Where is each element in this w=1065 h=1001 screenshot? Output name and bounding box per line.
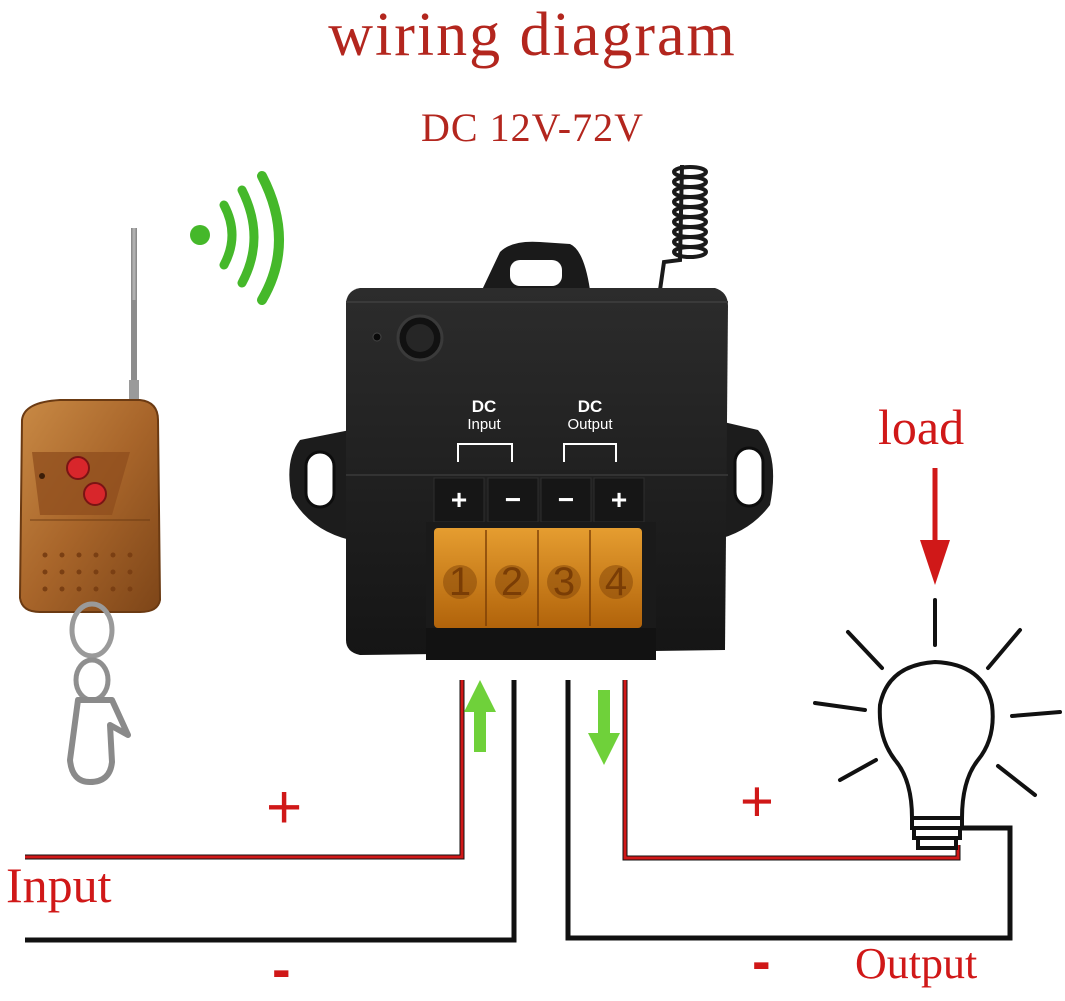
input-negative-wire xyxy=(25,680,517,943)
dc-input-group-label: DC Input xyxy=(448,398,520,434)
terminal-2-sign: − xyxy=(504,484,522,515)
terminal-3-sign: − xyxy=(557,484,575,515)
diagram-title: wiring diagram xyxy=(328,1,737,69)
terminal-3-number: 3 xyxy=(552,560,576,604)
light-bulb-icon xyxy=(813,598,1062,850)
voltage-range: DC 12V-72V xyxy=(421,105,644,150)
terminal-1-number: 1 xyxy=(448,560,472,604)
input-positive-mark: + xyxy=(266,773,303,842)
output-negative-wire xyxy=(565,680,1013,941)
input-negative-mark: - xyxy=(272,937,291,1000)
dc-output-group-label: DC Output xyxy=(552,398,628,434)
terminal-1-sign: + xyxy=(450,484,468,515)
output-current-arrow-icon xyxy=(588,690,620,765)
receiver-module xyxy=(289,241,774,660)
output-label: Output xyxy=(855,939,978,988)
input-current-arrow-icon xyxy=(464,680,496,752)
dc-input-line1: DC xyxy=(471,397,497,416)
output-positive-wire xyxy=(622,680,961,861)
terminal-4-number: 4 xyxy=(604,560,628,604)
output-positive-mark: + xyxy=(740,769,774,834)
dc-input-line2: Input xyxy=(467,416,501,433)
terminal-2-number: 2 xyxy=(500,560,524,604)
wireless-signal-icon xyxy=(190,171,284,305)
dc-output-line2: Output xyxy=(567,416,613,433)
dc-output-line1: DC xyxy=(577,397,603,416)
remote-control-icon xyxy=(18,228,162,785)
coil-antenna-icon xyxy=(658,164,708,291)
load-label: load xyxy=(878,399,965,455)
load-arrow-icon xyxy=(920,468,950,585)
input-positive-wire xyxy=(25,680,465,860)
input-label: Input xyxy=(6,857,112,913)
terminal-4-sign: + xyxy=(610,484,628,515)
output-negative-mark: - xyxy=(752,929,771,992)
